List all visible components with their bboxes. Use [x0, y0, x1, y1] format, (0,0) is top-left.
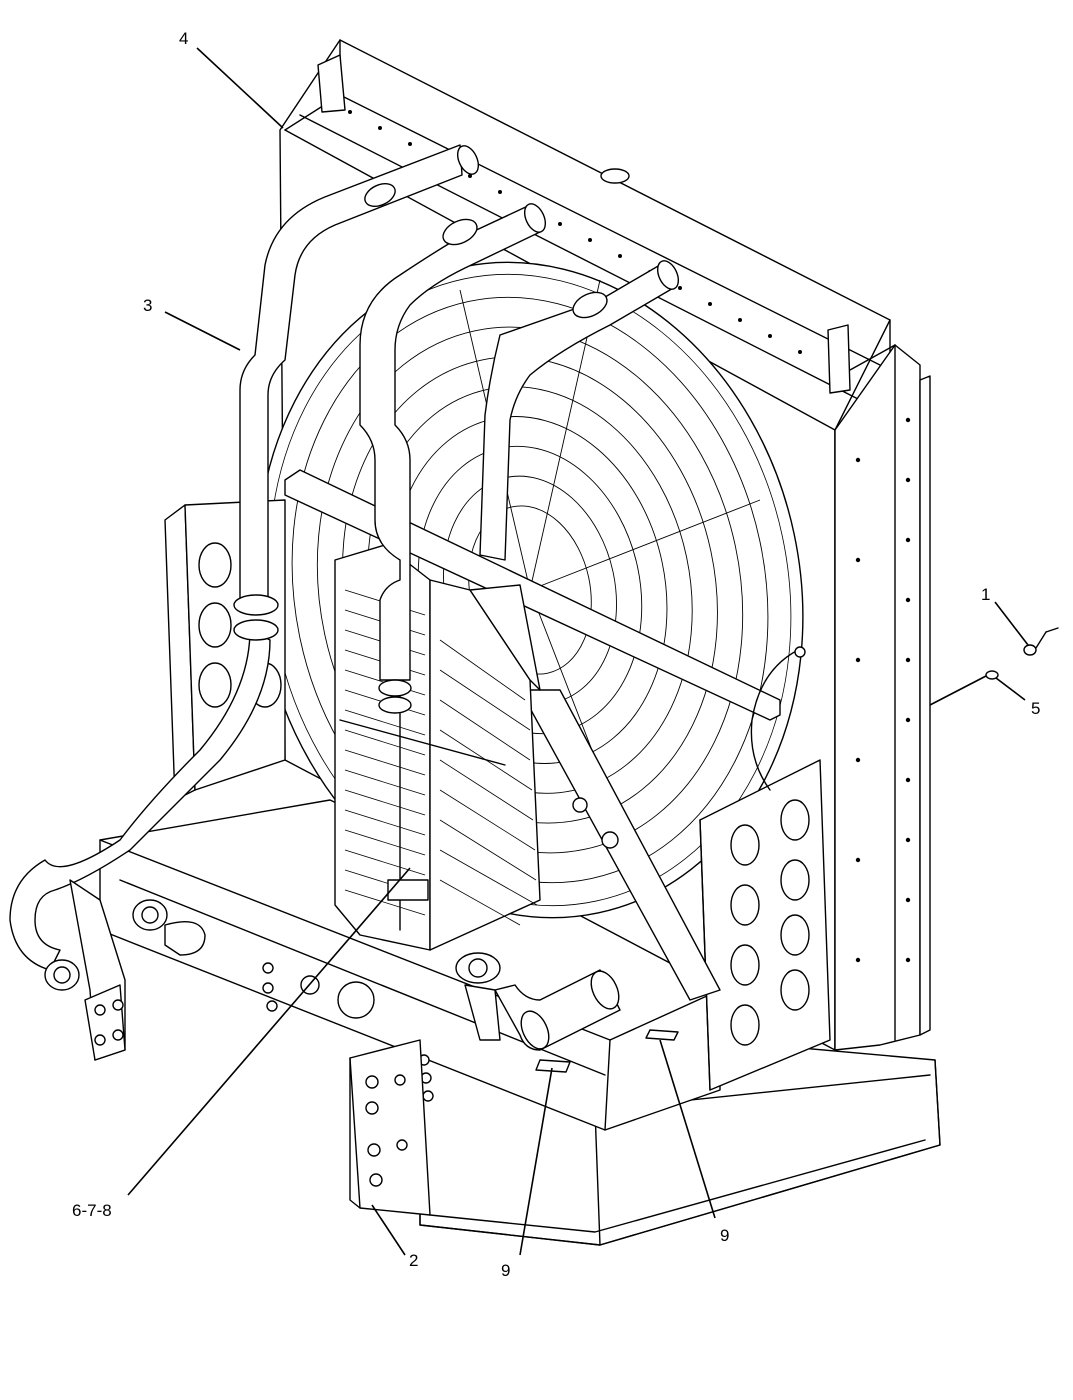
hose-clamp [378, 696, 412, 714]
callout-1: 1 [981, 585, 990, 604]
leader-5-a [995, 677, 1026, 701]
callout-2: 2 [409, 1251, 418, 1270]
callout-9-left: 9 [501, 1261, 510, 1280]
hose-clamp [364, 182, 396, 208]
leader-3 [164, 311, 241, 351]
leader-6-7-8 [127, 867, 411, 1196]
callout-4: 4 [179, 29, 188, 48]
leader-lines [127, 47, 1029, 1256]
hose-clamp [233, 619, 279, 641]
callout-5: 5 [1031, 699, 1040, 718]
leader-1 [994, 601, 1029, 646]
mounting-bracket [349, 1039, 431, 1216]
lower-pipe [455, 952, 621, 1051]
hose-clamp [233, 594, 279, 616]
aftercooler-core [334, 544, 541, 951]
hose-clamp [378, 679, 412, 697]
side-upright [834, 344, 931, 1051]
decal-plate-side [645, 1029, 679, 1041]
filler-cap [600, 168, 630, 184]
diagonal-strut [519, 689, 721, 1001]
callout-9-right: 9 [720, 1226, 729, 1245]
coolant-tubes [9, 144, 680, 971]
callout-6-7-8: 6-7-8 [72, 1201, 112, 1220]
decal-plate-front [535, 1059, 571, 1073]
fitting-5 [985, 670, 999, 680]
leader-9-b [659, 1039, 716, 1219]
leader-5-b [929, 675, 987, 706]
leader-9-a [519, 1067, 553, 1256]
fitting-1 [1023, 627, 1059, 656]
hose-clamp [442, 218, 478, 246]
hose-clamp [572, 291, 608, 319]
vent-hose [750, 649, 799, 791]
callout-3: 3 [143, 296, 152, 315]
leader-2 [371, 1204, 406, 1256]
left-outlet-flange [44, 879, 206, 1061]
callout-labels: 4 3 1 5 6-7-8 2 9 9 [72, 29, 1040, 1280]
right-side-plate [699, 759, 831, 1091]
leader-4 [196, 47, 284, 129]
